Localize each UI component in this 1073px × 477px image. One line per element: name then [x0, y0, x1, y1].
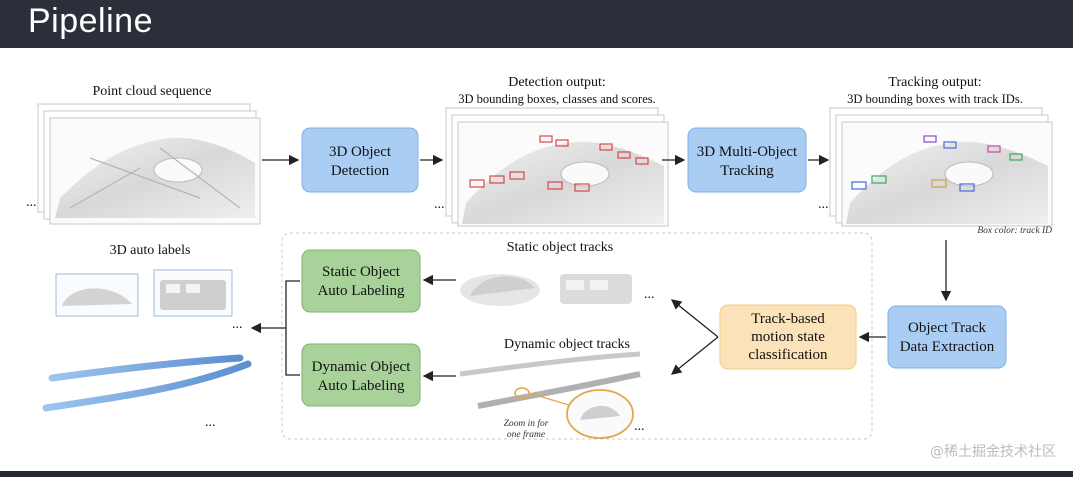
- slide-canvas: Point cloud sequence Detection output: 3…: [0, 48, 1073, 471]
- svg-text:...: ...: [634, 419, 645, 434]
- svg-text:3D Multi-Object: 3D Multi-Object: [697, 144, 798, 160]
- detection-ellipsis: ...: [434, 197, 445, 212]
- arrow-to-dynamic-tracks: [670, 336, 719, 375]
- bottom-bar: [0, 471, 1073, 477]
- point-cloud-frames: ...: [26, 103, 261, 225]
- auto-labels-label: 3D auto labels: [110, 243, 191, 258]
- svg-text:Tracking: Tracking: [720, 163, 774, 179]
- svg-text:...: ...: [232, 317, 243, 332]
- title-bar: Pipeline: [0, 0, 1073, 48]
- dynamic-tracks-label: Dynamic object tracks: [504, 337, 630, 352]
- auto-labeling-region: [281, 232, 873, 440]
- svg-text:Detection: Detection: [331, 163, 390, 179]
- dynamic-track-clouds: Zoom in for one frame ...: [459, 351, 645, 440]
- svg-text:classification: classification: [748, 347, 828, 363]
- tracking-output-frames: ... Box color: track ID: [818, 107, 1053, 236]
- frames-ellipsis: ...: [26, 195, 37, 210]
- dynamic-labeling-box: Dynamic Object Auto Labeling: [301, 343, 421, 407]
- tracking-output-label: Tracking output:: [888, 75, 981, 90]
- zoom-note-line1: Zoom in for: [504, 418, 549, 429]
- tracking-box: 3D Multi-Object Tracking: [687, 127, 807, 193]
- svg-text:Dynamic Object: Dynamic Object: [312, 359, 412, 375]
- tracking-output-sublabel: 3D bounding boxes with track IDs.: [847, 92, 1023, 106]
- svg-text:Data Extraction: Data Extraction: [900, 339, 995, 355]
- detection-bounding-boxes: [469, 135, 649, 192]
- detection-box: 3D Object Detection: [301, 127, 419, 193]
- detection-output-sublabel: 3D bounding boxes, classes and scores.: [458, 92, 656, 106]
- classification-box: Track-based motion state classification: [719, 304, 857, 370]
- static-track-clouds: ...: [460, 274, 655, 306]
- page-title: Pipeline: [28, 2, 153, 40]
- point-cloud-label: Point cloud sequence: [93, 84, 212, 99]
- svg-text:Auto Labeling: Auto Labeling: [317, 283, 405, 299]
- auto-label-dynamic-objects: ...: [42, 354, 252, 430]
- static-tracks-label: Static object tracks: [507, 240, 614, 255]
- svg-text:3D Object: 3D Object: [329, 144, 392, 160]
- svg-text:...: ...: [644, 287, 655, 302]
- zoom-note-line2: one frame: [507, 429, 545, 440]
- box-color-note: Box color: track ID: [977, 226, 1052, 236]
- detection-output-label: Detection output:: [508, 75, 606, 90]
- tracking-bounding-boxes: [851, 135, 1023, 192]
- svg-text:...: ...: [205, 415, 216, 430]
- auto-label-static-objects: ...: [55, 269, 243, 332]
- svg-text:Auto Labeling: Auto Labeling: [317, 378, 405, 394]
- svg-text:Static Object: Static Object: [322, 264, 401, 280]
- extraction-box: Object Track Data Extraction: [887, 305, 1007, 369]
- svg-text:Track-based: Track-based: [751, 311, 825, 327]
- watermark: @稀土掘金技术社区: [930, 444, 1056, 460]
- detection-output-frames: ...: [434, 107, 669, 227]
- static-labeling-box: Static Object Auto Labeling: [301, 249, 421, 313]
- labeling-bracket: [285, 280, 300, 376]
- pipeline-diagram: Point cloud sequence Detection output: 3…: [26, 75, 1056, 460]
- svg-text:Object Track: Object Track: [908, 320, 986, 336]
- svg-text:motion state: motion state: [751, 329, 825, 345]
- arrow-to-static-tracks: [670, 299, 719, 338]
- tracking-ellipsis: ...: [818, 197, 829, 212]
